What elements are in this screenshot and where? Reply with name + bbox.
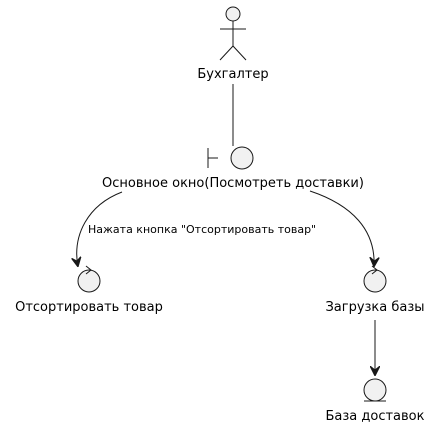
actor-head-icon bbox=[225, 6, 241, 22]
entity-deliveries-db-label: База доставок bbox=[326, 409, 425, 424]
edge-main-to-sort-line bbox=[77, 191, 123, 267]
entity-deliveries-db[interactable]: База доставок bbox=[326, 378, 425, 424]
boundary-main-window-label: Основное окно(Посмотреть доставки) bbox=[102, 176, 364, 191]
control-sort-goods-label: Отсортировать товар bbox=[15, 300, 163, 315]
edge-main-to-sort[interactable]: Нажата кнопка "Отсортировать товар" bbox=[77, 191, 316, 267]
control-load-db[interactable]: Загрузка базы bbox=[325, 265, 425, 315]
actor-accountant-label: Бухгалтер bbox=[197, 67, 268, 82]
control-arrow-icon bbox=[85, 265, 92, 275]
control-circle-icon bbox=[363, 269, 387, 293]
edge-main-to-sort-label: Нажата кнопка "Отсортировать товар" bbox=[88, 223, 316, 236]
control-arrow-icon bbox=[371, 265, 378, 275]
entity-circle-icon bbox=[363, 378, 387, 402]
actor-right-leg-icon bbox=[232, 45, 247, 61]
control-sort-goods[interactable]: Отсортировать товар bbox=[15, 265, 163, 315]
control-load-db-label: Загрузка базы bbox=[325, 300, 424, 315]
actor-left-leg-icon bbox=[219, 45, 234, 61]
boundary-circle-icon bbox=[230, 146, 254, 170]
actor-accountant[interactable]: Бухгалтер bbox=[197, 6, 269, 82]
edge-main-to-load-db bbox=[309, 190, 374, 267]
control-circle-icon bbox=[77, 269, 101, 293]
boundary-main-window[interactable]: Основное окно(Посмотреть доставки) bbox=[102, 146, 364, 191]
